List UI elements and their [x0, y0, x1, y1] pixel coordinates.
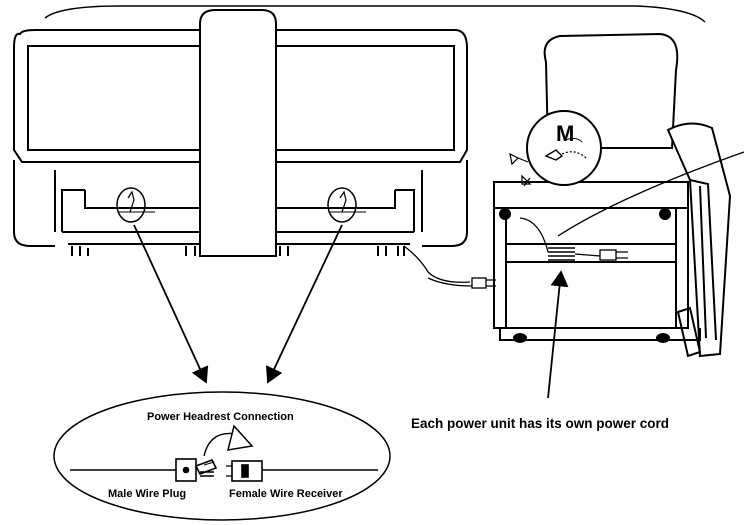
power-headrest-connection-label: Power Headrest Connection — [147, 411, 294, 423]
female-wire-receiver-label: Female Wire Receiver — [229, 488, 343, 500]
cord-arrow — [547, 270, 569, 399]
connection-detail-ellipse — [53, 391, 391, 521]
detail-letter: M — [556, 121, 574, 146]
male-plug-icon — [175, 458, 218, 482]
sofa-rear-view — [13, 5, 706, 289]
recliner-side-view — [493, 32, 745, 358]
callout-arrows — [133, 224, 343, 384]
male-wire-plug-label: Male Wire Plug — [108, 488, 186, 500]
power-cord-note: Each power unit has its own power cord — [411, 416, 669, 431]
female-receiver-icon — [226, 460, 263, 482]
